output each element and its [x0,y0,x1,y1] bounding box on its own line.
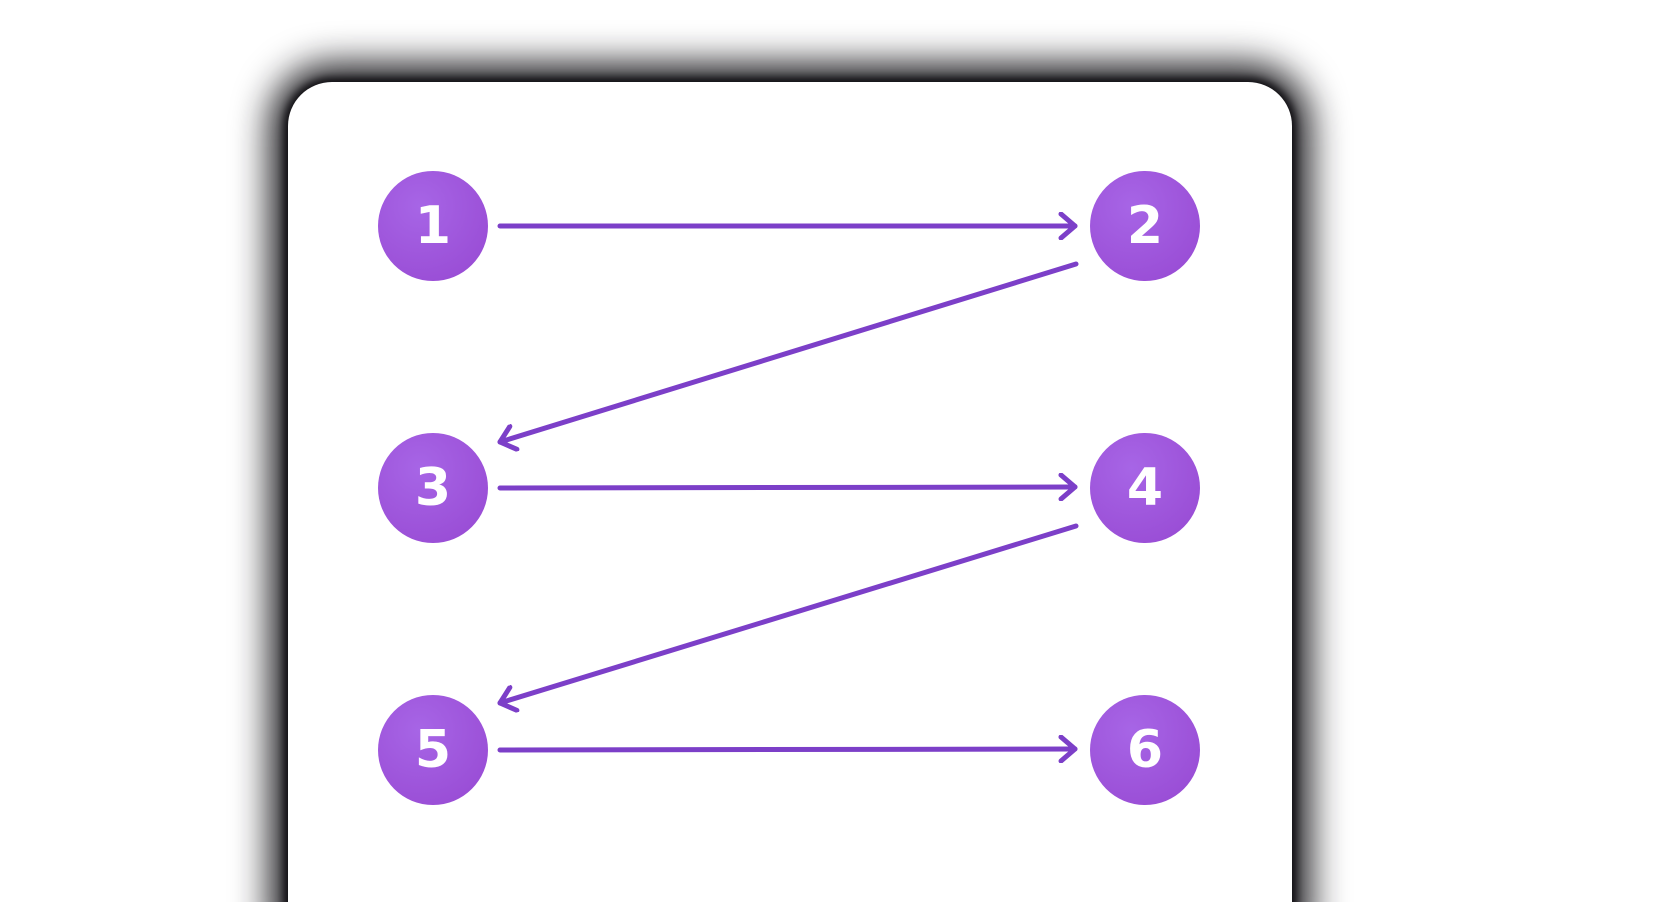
node-label-2: 2 [1126,196,1164,256]
node-label-4: 4 [1126,458,1164,518]
node-label-3: 3 [414,458,452,518]
node-6: 6 [1090,695,1200,805]
node-5: 5 [378,695,488,805]
node-4: 4 [1090,433,1200,543]
node-2: 2 [1090,171,1200,281]
node-1: 1 [378,171,488,281]
node-label-1: 1 [414,196,452,256]
node-label-6: 6 [1126,720,1164,780]
node-label-5: 5 [414,720,452,780]
node-3: 3 [378,433,488,543]
